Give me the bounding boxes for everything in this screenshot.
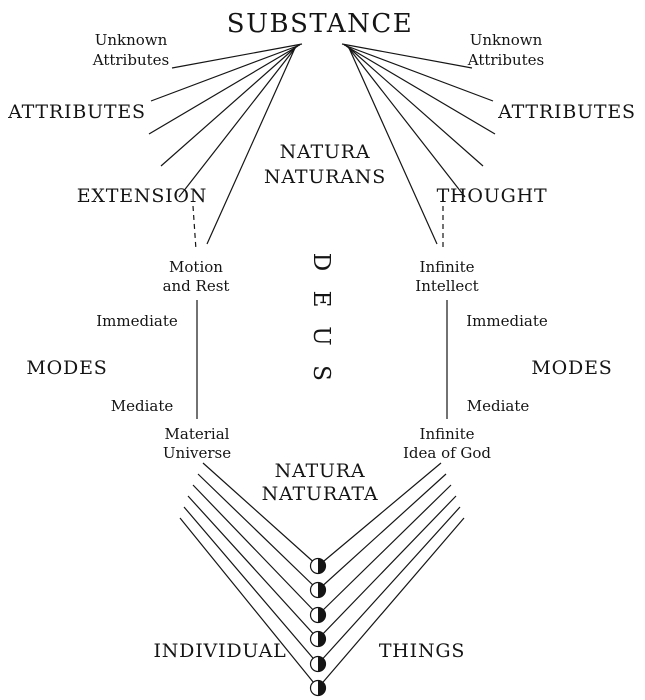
deus-letter-d: D <box>308 253 334 271</box>
convergence-lines-right <box>317 462 465 689</box>
things-label: THINGS <box>379 640 465 662</box>
fan-line <box>148 45 299 135</box>
unknown-attributes-right-line1: Unknown <box>470 31 543 49</box>
natura-naturata-line1: NATURA <box>275 460 366 482</box>
convergence-line <box>317 462 442 567</box>
convergence-line <box>317 473 447 591</box>
fan-line <box>150 44 301 102</box>
material-universe-label: Material Universe <box>163 425 231 462</box>
convergence-line <box>317 517 465 689</box>
infinite-idea-of-god-line1: Infinite <box>420 425 475 443</box>
unknown-attributes-right: Unknown Attributes <box>467 31 544 69</box>
individual-label: INDIVIDUAL <box>153 640 286 662</box>
convergence-line <box>179 517 319 689</box>
fan-line <box>178 46 297 198</box>
convergence-lines-left <box>179 462 319 689</box>
deus-label: D E U S <box>308 253 334 381</box>
natura-naturata-line2: NATURATA <box>262 483 379 505</box>
extension-label: EXTENSION <box>77 185 208 207</box>
attributes-left-label: ATTRIBUTES <box>7 101 146 123</box>
thought-label: THOUGHT <box>437 185 548 207</box>
mediate-left-label: Mediate <box>111 397 174 415</box>
fan-line <box>171 43 303 69</box>
infinite-intellect-line1: Infinite <box>420 258 475 276</box>
convergence-line <box>187 495 319 640</box>
fan-lines-right <box>341 43 496 245</box>
modes-right-label: MODES <box>531 357 612 379</box>
immediate-right-label: Immediate <box>466 312 548 330</box>
deus-letter-u: U <box>308 326 334 345</box>
natura-naturans-line2: NATURANS <box>264 166 386 188</box>
infinite-intellect-line2: Intellect <box>415 277 478 295</box>
convergence-line <box>317 506 461 665</box>
mediate-right-label: Mediate <box>467 397 530 415</box>
infinite-intellect-label: Infinite Intellect <box>415 258 478 295</box>
fan-line <box>348 47 438 245</box>
half-filled-circle <box>309 581 327 599</box>
convergence-line <box>317 495 457 640</box>
unknown-attributes-right-line2: Attributes <box>467 51 544 69</box>
natura-naturata-label: NATURA NATURATA <box>262 460 379 505</box>
convergence-line <box>202 462 319 567</box>
dashed-link-left <box>192 205 197 251</box>
deus-letter-s: S <box>308 365 334 381</box>
convergence-line <box>192 484 319 616</box>
half-filled-circle <box>309 606 327 624</box>
material-universe-line1: Material <box>165 425 230 443</box>
natura-naturans-line1: NATURA <box>280 141 371 163</box>
motion-and-rest-label: Motion and Rest <box>163 258 230 295</box>
fan-line <box>346 45 484 167</box>
modes-left-label: MODES <box>26 357 107 379</box>
fan-line <box>341 43 473 69</box>
half-filled-circle <box>309 557 327 575</box>
fan-line <box>343 44 494 102</box>
substance-label: SUBSTANCE <box>227 9 413 39</box>
half-filled-circle <box>309 655 327 673</box>
fan-line <box>160 45 298 167</box>
infinite-idea-of-god-line2: Idea of God <box>403 444 491 462</box>
unknown-attributes-left-line1: Unknown <box>95 31 168 49</box>
fan-lines-left <box>148 43 303 245</box>
unknown-attributes-left: Unknown Attributes <box>92 31 169 69</box>
convergence-line <box>197 473 319 591</box>
infinite-idea-of-god-label: Infinite Idea of God <box>403 425 491 462</box>
deus-letter-e: E <box>308 291 334 308</box>
immediate-left-label: Immediate <box>96 312 178 330</box>
attributes-right-label: ATTRIBUTES <box>497 101 636 123</box>
individual-things-circles <box>309 557 327 697</box>
fan-line <box>206 47 296 245</box>
half-filled-circle <box>309 630 327 648</box>
fan-line <box>347 46 466 198</box>
motion-and-rest-line2: and Rest <box>163 277 230 295</box>
fan-line <box>345 45 496 135</box>
natura-naturans-label: NATURA NATURANS <box>264 141 386 188</box>
half-filled-circle <box>309 679 327 697</box>
material-universe-line2: Universe <box>163 444 231 462</box>
unknown-attributes-left-line2: Attributes <box>92 51 169 69</box>
motion-and-rest-line1: Motion <box>169 258 223 276</box>
convergence-line <box>317 484 452 616</box>
convergence-line <box>183 506 319 665</box>
